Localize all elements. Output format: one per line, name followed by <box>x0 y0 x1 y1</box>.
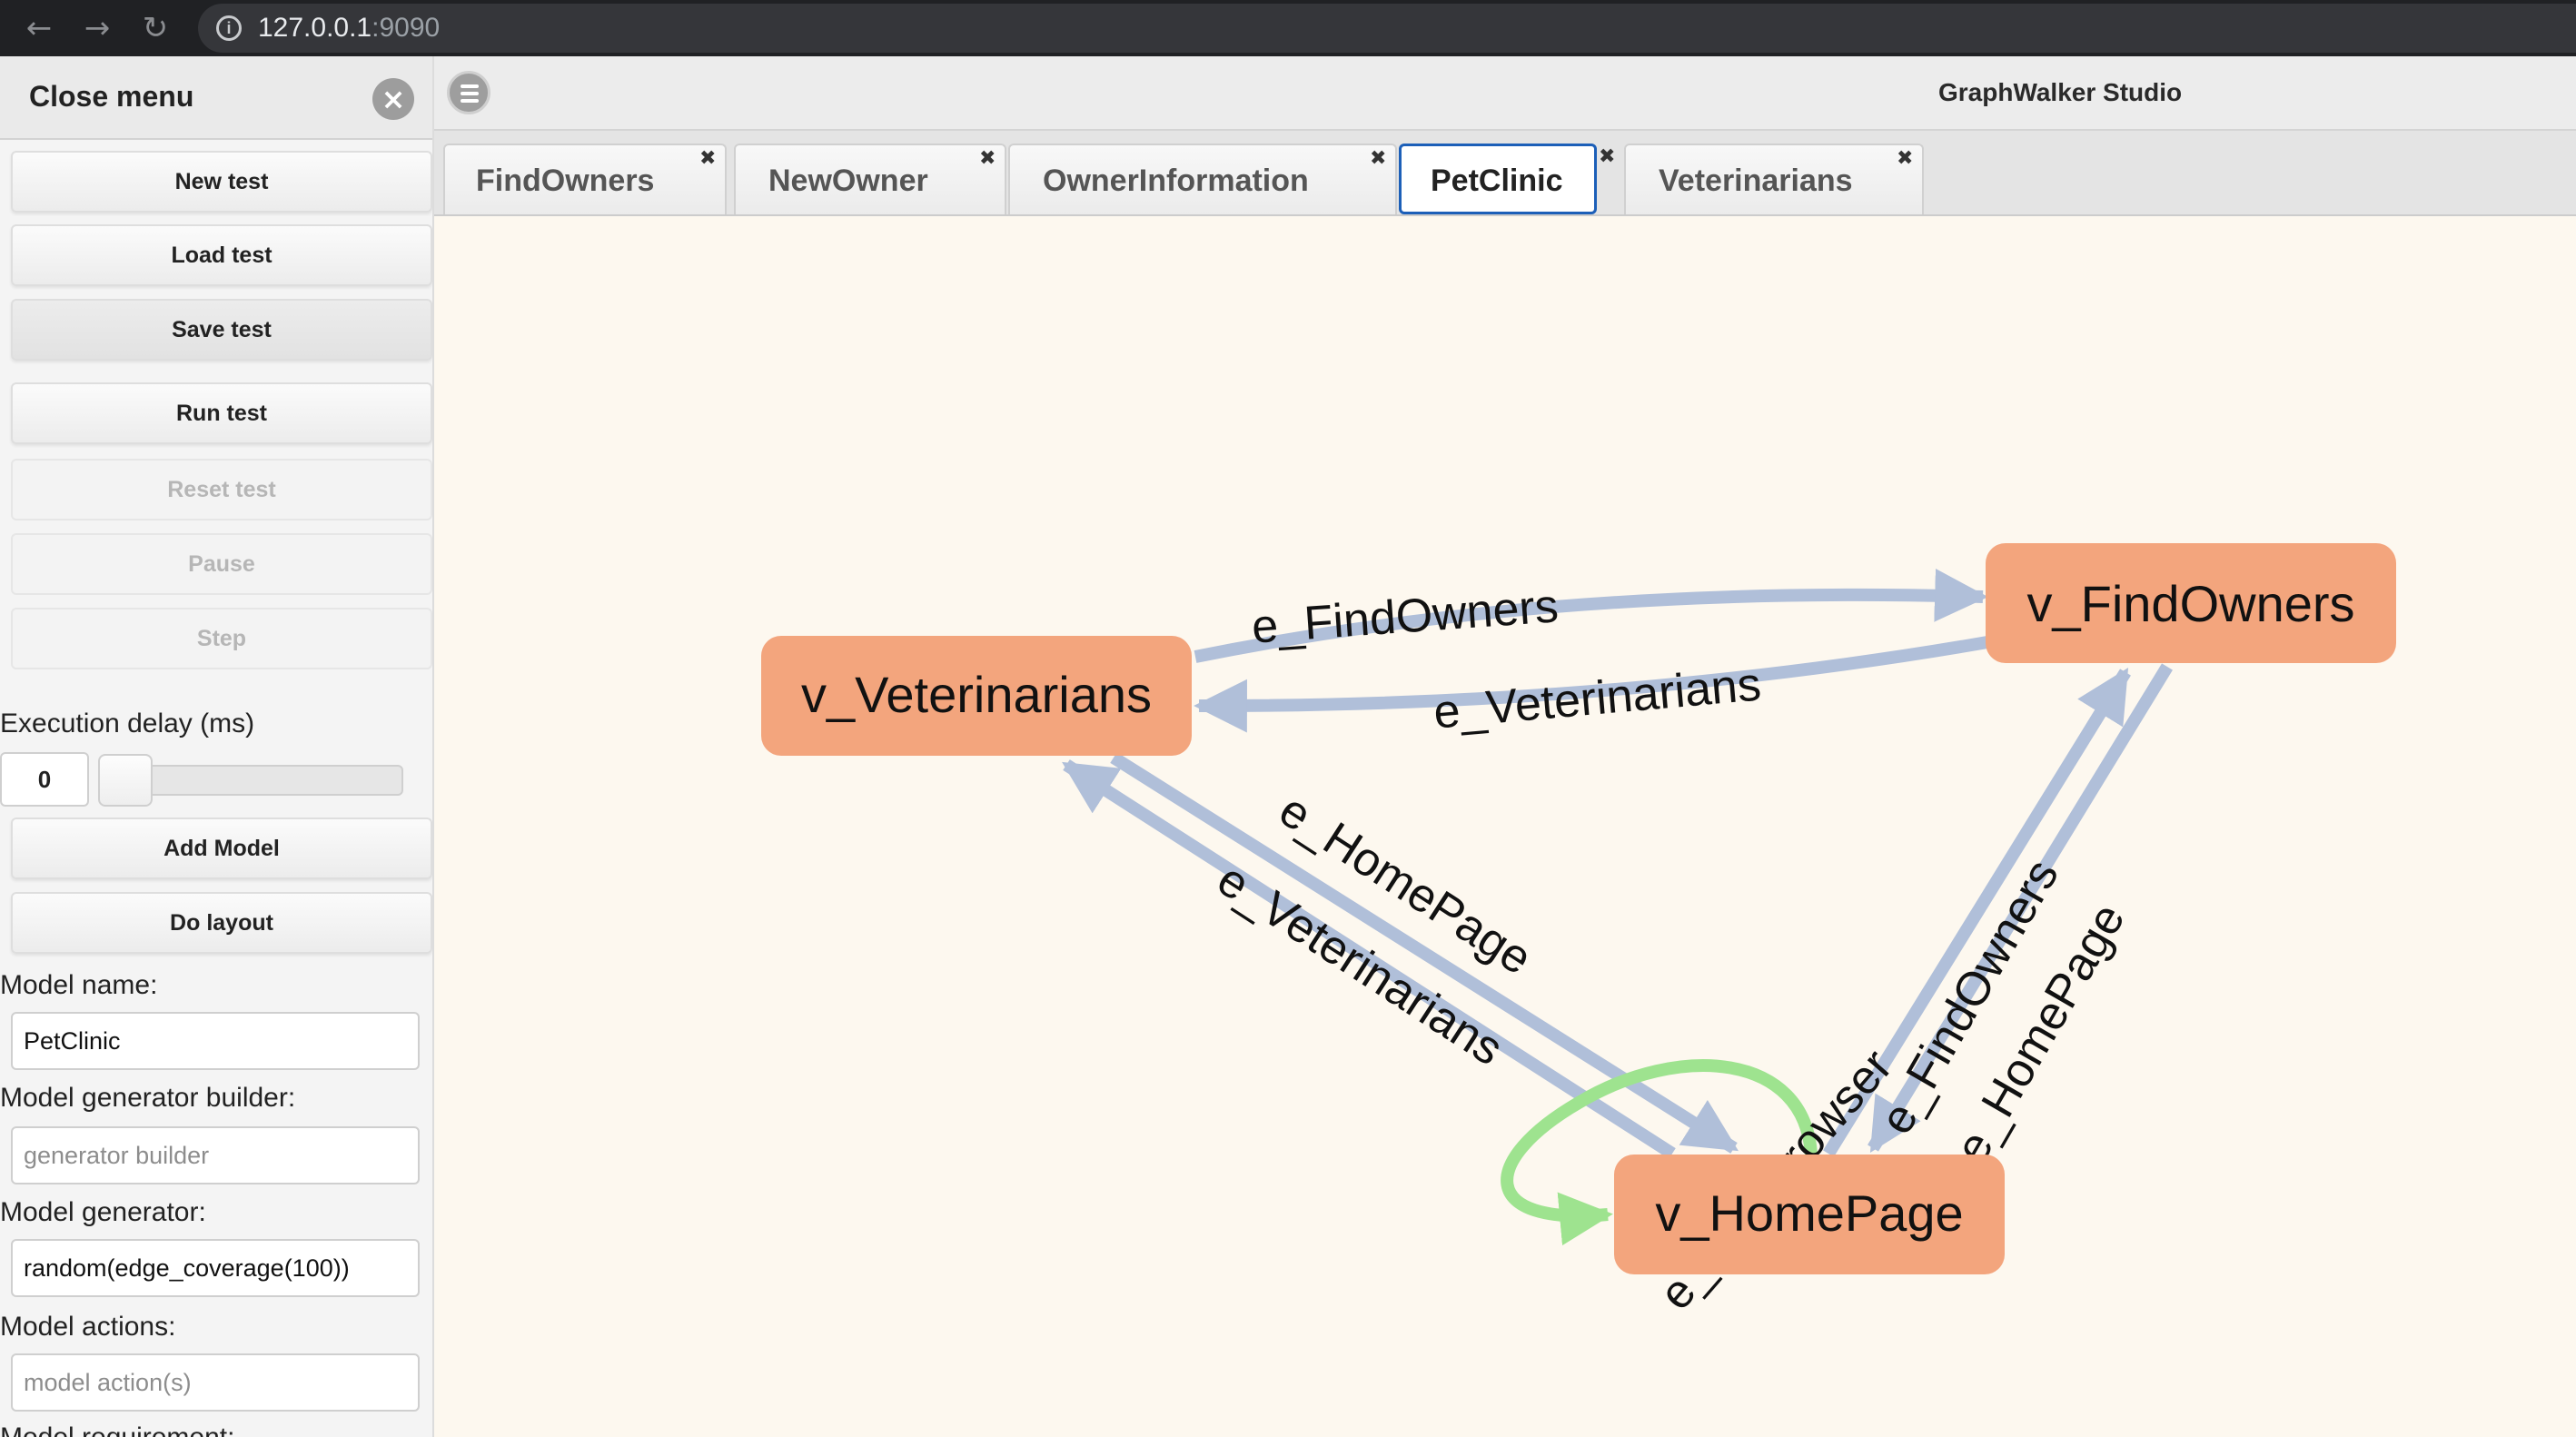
add-model-button[interactable]: Add Model <box>11 818 432 879</box>
tab-close-icon[interactable]: ✖ <box>1599 145 1616 168</box>
tab-label: NewOwner <box>768 164 928 198</box>
generator-input[interactable]: random(edge_coverage(100)) <box>11 1239 420 1297</box>
reset-test-button[interactable]: Reset test <box>11 459 432 520</box>
edge-veterinarians-left[interactable] <box>1062 759 1676 1159</box>
vertex-label-veterinarians: v_Veterinarians <box>801 666 1152 723</box>
graph-canvas[interactable]: e_FindOwners e_Veterinarians e_HomePage … <box>434 216 2576 1437</box>
execution-delay-input[interactable]: 0 <box>0 752 89 807</box>
tab-label: Veterinarians <box>1659 164 1853 198</box>
tab-close-icon[interactable]: ✖ <box>979 147 996 170</box>
model-actions-input[interactable]: model action(s) <box>11 1353 420 1412</box>
edge-homepage-right[interactable] <box>1868 663 2173 1154</box>
edge-findowners-right[interactable] <box>1823 667 2131 1157</box>
url-text: 127.0.0.1:9090 <box>258 13 440 44</box>
vertex-veterinarians[interactable]: v_Veterinarians <box>761 636 1192 756</box>
url-port: :9090 <box>372 13 441 43</box>
new-test-button[interactable]: New test <box>11 151 432 213</box>
url-host: 127.0.0.1 <box>258 13 372 43</box>
forward-arrow-icon[interactable]: → <box>84 10 111 46</box>
edge-label-findowners-top[interactable]: e_FindOwners <box>1250 580 1560 653</box>
tab-petclinic[interactable]: PetClinic <box>1399 144 1597 214</box>
model-name-label: Model name: <box>0 970 158 1000</box>
generator-label: Model generator: <box>0 1197 206 1227</box>
model-actions-label: Model actions: <box>0 1312 176 1342</box>
vertex-label-findowners: v_FindOwners <box>2026 575 2354 632</box>
menu-header: Close menu × <box>0 56 432 140</box>
reload-icon[interactable]: ↻ <box>142 10 169 46</box>
tab-ownerinformation[interactable]: OwnerInformation ✖ <box>1008 144 1397 214</box>
tab-close-icon[interactable]: ✖ <box>1897 147 1914 170</box>
tab-newowner[interactable]: NewOwner ✖ <box>734 144 1006 214</box>
generator-builder-label: Model generator builder: <box>0 1083 296 1113</box>
model-graph[interactable]: e_FindOwners e_Veterinarians e_HomePage … <box>434 216 2576 1437</box>
tab-findowners[interactable]: FindOwners ✖ <box>443 144 727 214</box>
pause-button[interactable]: Pause <box>11 533 432 595</box>
edge-veterinarians-top[interactable] <box>1194 636 1989 733</box>
step-button[interactable]: Step <box>11 608 432 669</box>
close-menu-icon[interactable]: × <box>372 78 414 120</box>
generator-builder-input[interactable]: generator builder <box>11 1126 420 1184</box>
hamburger-menu-icon[interactable] <box>447 71 490 114</box>
close-menu-label[interactable]: Close menu <box>29 80 194 113</box>
app-title: GraphWalker Studio <box>1938 78 2183 106</box>
edge-homepage-left[interactable] <box>1110 752 1739 1154</box>
sidebar-menu: Close menu × New test Load test Save tes… <box>0 56 434 1437</box>
load-test-button[interactable]: Load test <box>11 224 432 286</box>
info-icon[interactable]: i <box>216 15 242 41</box>
model-name-input[interactable]: PetClinic <box>11 1012 420 1070</box>
edge-label-veterinarians-top[interactable]: e_Veterinarians <box>1432 658 1763 738</box>
browser-toolbar: ← → ↻ i 127.0.0.1:9090 <box>0 0 2576 56</box>
model-tab-bar: FindOwners ✖ NewOwner ✖ OwnerInformation… <box>434 131 2576 216</box>
tab-veterinarians[interactable]: Veterinarians ✖ <box>1624 144 1924 214</box>
address-bar[interactable]: i 127.0.0.1:9090 <box>198 4 2576 53</box>
save-test-button[interactable]: Save test <box>11 299 432 361</box>
execution-delay-label: Execution delay (ms) <box>0 709 255 738</box>
do-layout-button[interactable]: Do layout <box>11 892 432 954</box>
vertex-findowners[interactable]: v_FindOwners <box>1986 543 2396 663</box>
execution-delay-slider-handle[interactable] <box>98 754 153 807</box>
run-test-button[interactable]: Run test <box>11 382 432 444</box>
vertex-label-homepage: v_HomePage <box>1655 1184 1963 1242</box>
edge-startbrowser[interactable] <box>1501 1059 1818 1246</box>
tab-label: PetClinic <box>1431 164 1563 198</box>
tab-label: OwnerInformation <box>1043 164 1309 198</box>
model-requirement-label: Model requirement: <box>0 1422 234 1437</box>
edge-findowners-top[interactable] <box>1194 569 1988 663</box>
back-arrow-icon[interactable]: ← <box>25 10 53 46</box>
app-header: GraphWalker Studio <box>434 56 2576 131</box>
tab-close-icon[interactable]: ✖ <box>1370 147 1387 170</box>
tab-close-icon[interactable]: ✖ <box>699 147 717 170</box>
vertex-homepage[interactable]: v_HomePage <box>1614 1155 2005 1274</box>
tab-label: FindOwners <box>476 164 655 198</box>
